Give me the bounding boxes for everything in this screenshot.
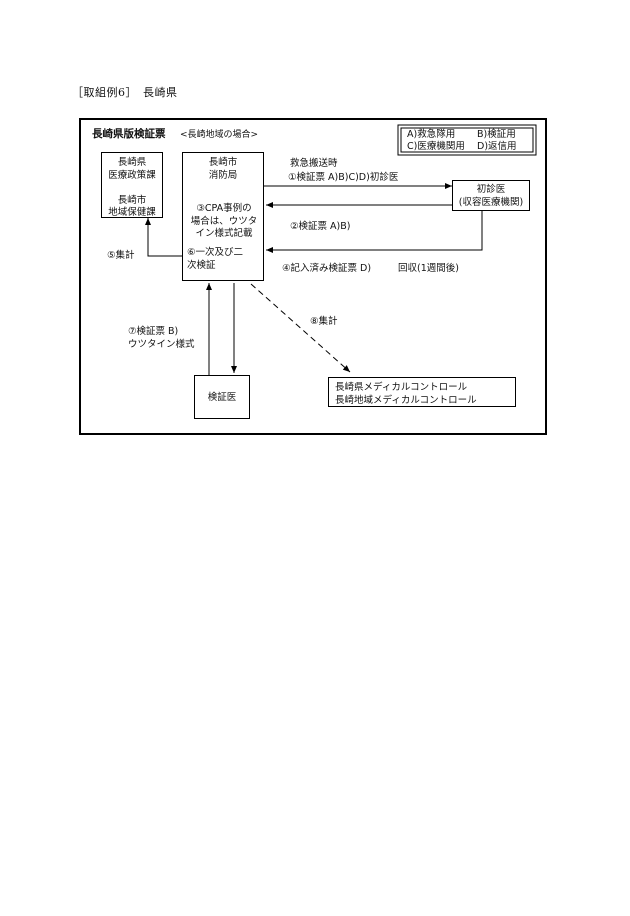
legend-inner-border [400, 127, 534, 153]
verification-label: ⑥一次及び二 次検証 [187, 247, 244, 271]
arrow-step5 [145, 218, 182, 257]
legend-b: B)検証用 [477, 129, 516, 140]
diagram-frame [79, 118, 547, 435]
diagram-subtitle: <長崎地域の場合> [180, 130, 259, 140]
medical-control-box: 長崎県メディカルコントロール 長崎地域メディカルコントロール [328, 377, 516, 407]
arrow-step8 [250, 283, 351, 373]
legend-d: D)返信用 [477, 141, 517, 152]
verifier-box: 検証医 [194, 375, 250, 419]
prefecture-health-box: 長崎県 医療政策課 長崎市 地域保健課 [101, 152, 163, 218]
fire-dept-box [182, 152, 264, 281]
collection-label: 回収(1週間後) [398, 263, 459, 274]
diagram-title: 長崎県版検証票 [92, 128, 166, 140]
first-doctor-box: 初診医 (収容医療機関) [452, 180, 530, 211]
legend-a: A)救急隊用 [407, 129, 456, 140]
arrow-step4 [266, 211, 483, 253]
step5-label: ⑤集計 [107, 250, 135, 261]
step2-label: ②検証票 A)B) [290, 221, 351, 232]
transport-label: 救急搬送時 [290, 158, 338, 169]
step4-label: ④記入済み検証票 D) [282, 263, 372, 274]
step1-label: ①検証票 A)B)C)D)初診医 [288, 172, 399, 183]
fire-dept-label: 長崎市 消防局 [208, 157, 238, 181]
legend-outer-border [397, 124, 537, 156]
page-heading: ［取組例6］ 長崎県 [72, 86, 178, 99]
step8-label: ⑧集計 [310, 316, 338, 327]
cpa-note: ③CPA事例の 場合は、ウツタ イン様式記載 [190, 203, 258, 239]
legend-c: C)医療機関用 [407, 141, 465, 152]
step7-label: ⑦検証票 B) ウツタイン様式 [128, 326, 195, 350]
